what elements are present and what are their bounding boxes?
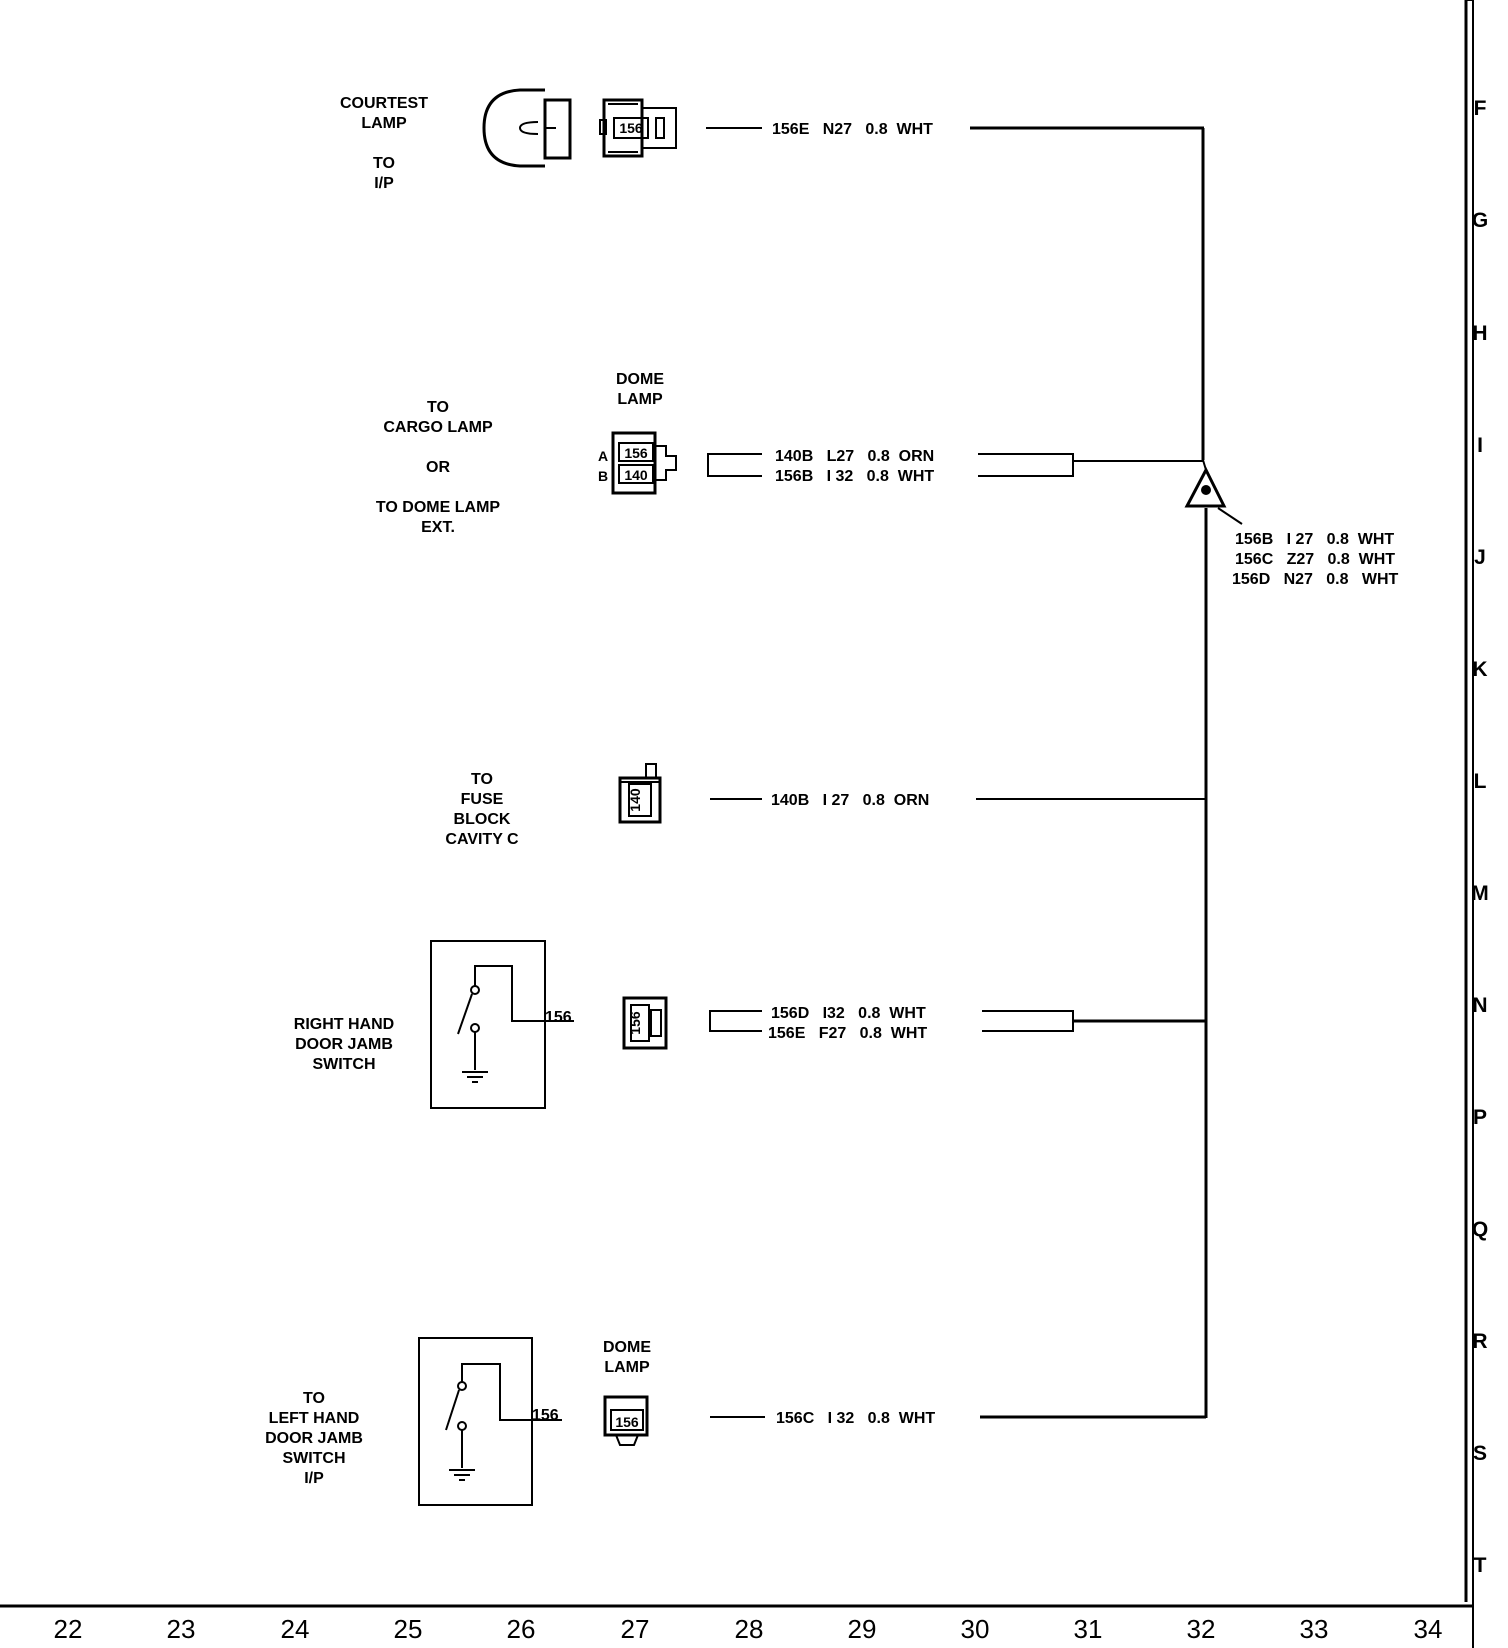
svg-text:CAVITY C: CAVITY C [445, 831, 519, 848]
svg-text:TO: TO [373, 155, 395, 172]
svg-text:LAMP: LAMP [604, 1359, 650, 1376]
row-label: N [1472, 994, 1487, 1017]
column-label: 29 [848, 1614, 877, 1644]
wire-rh-switch: 156D I32 0.8 WHT 156E F27 0.8 WHT [709, 1005, 1074, 1042]
splice-wire-labels: 156B I 27 0.8 WHT 156C Z27 0.8 WHT 156D … [1232, 531, 1399, 588]
svg-text:156: 156 [615, 1414, 639, 1430]
row-label: R [1472, 1330, 1487, 1353]
column-label: 33 [1300, 1614, 1329, 1644]
svg-text:I/P: I/P [304, 1470, 324, 1487]
wire-dome-top: 140B L27 0.8 ORN 156B I 32 0.8 WHT [707, 448, 1074, 485]
svg-text:TO: TO [471, 771, 493, 788]
svg-text:LAMP: LAMP [361, 115, 407, 132]
grid-frame [0, 0, 1474, 1648]
svg-text:LAMP: LAMP [617, 391, 663, 408]
column-label: 25 [394, 1614, 423, 1644]
rh-switch-box: 156 [430, 940, 574, 1109]
splice-wire-label: 156B I 27 0.8 WHT [1235, 531, 1394, 548]
svg-text:156: 156 [619, 120, 643, 136]
lh-switch-label: TO LEFT HAND DOOR JAMB SWITCH I/P [265, 1390, 363, 1487]
svg-text:156: 156 [545, 1009, 572, 1026]
svg-text:TO DOME LAMP: TO DOME LAMP [376, 499, 500, 516]
splice-symbol [1184, 459, 1243, 525]
row-label: K [1472, 658, 1487, 681]
splice-wire-label: 156C Z27 0.8 WHT [1235, 551, 1395, 568]
column-label: 27 [621, 1614, 650, 1644]
column-label: 26 [507, 1614, 536, 1644]
column-label: 28 [735, 1614, 764, 1644]
column-label: 30 [961, 1614, 990, 1644]
svg-text:I/P: I/P [374, 175, 394, 192]
svg-text:156E F27 0.8 WHT: 156E F27 0.8 WHT [768, 1025, 927, 1042]
row-label: Q [1472, 1218, 1488, 1241]
svg-text:B: B [598, 468, 608, 484]
wire-fuse: 140B I 27 0.8 ORN [710, 792, 929, 809]
courtesy-lamp-icon [482, 88, 572, 168]
svg-text:SWITCH: SWITCH [282, 1450, 345, 1467]
svg-text:156: 156 [532, 1407, 559, 1424]
courtesy-lamp-label: COURTEST LAMP TO I/P [340, 95, 428, 192]
dome-lamp-top-connector: A B 156 140 [598, 431, 677, 495]
fuse-block-label: TO FUSE BLOCK CAVITY C [445, 771, 519, 848]
column-label: 32 [1187, 1614, 1216, 1644]
svg-text:OR: OR [426, 459, 450, 476]
rh-switch-connector: 156 [622, 996, 668, 1050]
wire-lh: 156C I 32 0.8 WHT [710, 1410, 935, 1427]
dome-lamp-bottom-connector: 156 [603, 1395, 649, 1446]
svg-text:SWITCH: SWITCH [312, 1056, 375, 1073]
row-label: H [1472, 322, 1487, 345]
svg-text:CARGO LAMP: CARGO LAMP [383, 419, 493, 436]
row-label: T [1474, 1554, 1487, 1577]
row-label: L [1474, 770, 1487, 793]
svg-text:140B I 27 0.8 ORN: 140B I 27 0.8 ORN [771, 792, 929, 809]
svg-text:156B I 32 0.8 WHT: 156B I 32 0.8 WHT [775, 468, 934, 485]
lh-switch-box: 156 [418, 1337, 562, 1506]
row-label: G [1472, 209, 1488, 232]
row-labels: F G H I J K L M N P Q R S T [1471, 97, 1489, 1577]
splice-wire-label: 156D N27 0.8 WHT [1232, 571, 1399, 588]
svg-text:156: 156 [627, 1011, 643, 1035]
svg-text:DOME: DOME [603, 1339, 651, 1356]
svg-text:COURTEST: COURTEST [340, 95, 428, 112]
svg-text:140B L27 0.8 ORN: 140B L27 0.8 ORN [775, 448, 934, 465]
svg-text:A: A [598, 448, 608, 464]
cargo-lamp-label: TO CARGO LAMP OR TO DOME LAMP EXT. [376, 399, 500, 536]
svg-text:156: 156 [624, 445, 648, 461]
column-label: 34 [1414, 1614, 1443, 1644]
row-label: J [1474, 546, 1486, 569]
svg-text:FUSE: FUSE [461, 791, 504, 808]
dome-lamp-bottom-label: DOME LAMP [603, 1339, 651, 1376]
row-label: P [1473, 1106, 1487, 1129]
svg-text:156E N27 0.8 WHT: 156E N27 0.8 WHT [772, 121, 933, 138]
svg-text:156D I32 0.8 WHT: 156D I32 0.8 WHT [771, 1005, 926, 1022]
svg-text:DOME: DOME [616, 371, 664, 388]
row-label: S [1473, 1442, 1487, 1465]
dome-lamp-top-label: DOME LAMP [616, 371, 664, 408]
svg-text:BLOCK: BLOCK [454, 811, 511, 828]
svg-text:RIGHT HAND: RIGHT HAND [294, 1016, 394, 1033]
wire-courtesy: 156E N27 0.8 WHT [706, 121, 933, 138]
column-label: 23 [167, 1614, 196, 1644]
row-label: I [1477, 434, 1483, 457]
courtesy-connector: 156 [599, 98, 677, 158]
svg-text:140: 140 [624, 467, 648, 483]
row-label: M [1471, 882, 1489, 905]
svg-text:TO: TO [303, 1390, 325, 1407]
svg-text:LEFT HAND: LEFT HAND [269, 1410, 360, 1427]
main-bus [970, 126, 1208, 1419]
svg-text:EXT.: EXT. [421, 519, 455, 536]
column-label: 31 [1074, 1614, 1103, 1644]
svg-text:140: 140 [627, 788, 643, 812]
column-label: 24 [281, 1614, 310, 1644]
svg-text:DOOR JAMB: DOOR JAMB [265, 1430, 363, 1447]
column-labels: 22 23 24 25 26 27 28 29 30 31 32 33 34 [54, 1614, 1443, 1644]
svg-text:156C I 32 0.8 WHT: 156C I 32 0.8 WHT [776, 1410, 935, 1427]
svg-text:DOOR JAMB: DOOR JAMB [295, 1036, 393, 1053]
row-label: F [1474, 97, 1487, 120]
rh-switch-label: RIGHT HAND DOOR JAMB SWITCH [294, 1016, 394, 1073]
fuse-block-connector: 140 [618, 763, 662, 824]
column-label: 22 [54, 1614, 83, 1644]
svg-text:TO: TO [427, 399, 449, 416]
